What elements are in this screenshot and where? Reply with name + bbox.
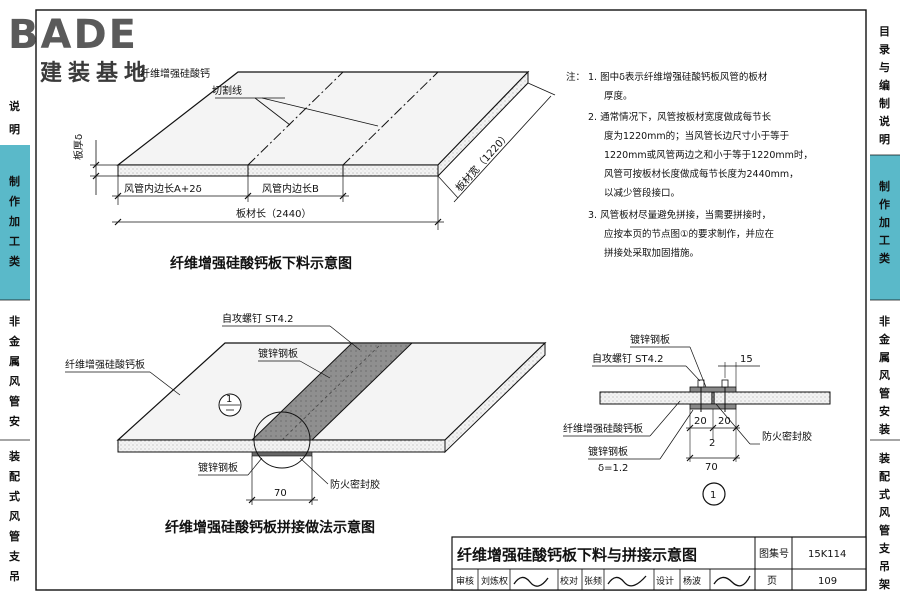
dim-a-label: 风管内边长A+2δ [124, 182, 202, 195]
steel-strip [250, 342, 414, 441]
board-top-face [116, 71, 530, 166]
board-label: 纤维增强硅酸钙 [140, 67, 210, 80]
right-sidebar: 目录与编制说明 制作加工类 非金属风管安装 装配式风管支吊架 [870, 25, 900, 591]
note-1-line-1: 1. 图中δ表示纤维增强硅酸钙板风管的板材 [588, 71, 768, 83]
note-3-line-2: 应按本页的节点图①的要求制作，并应在 [604, 228, 774, 240]
titleblock-page-label: 页 [767, 575, 777, 587]
thickness-label: 板厚δ [72, 134, 85, 160]
note-3-line-3: 拼接处采取加固措施。 [604, 247, 699, 259]
length-label: 板材长（2440） [236, 207, 311, 220]
node-dim-70: 70 [705, 462, 718, 473]
left-tabs: 说明 制作加工类 非金属风管安 装配式风管支吊 [0, 99, 30, 583]
screw-label-2: 自攻螺钉 ST4.2 [222, 312, 294, 325]
node-dim-2: 2 [709, 438, 715, 449]
node-screw-label: 自攻螺钉 ST4.2 [592, 352, 664, 365]
titleblock-review-label: 审核 [456, 575, 474, 587]
cut-line-1 [247, 71, 344, 166]
logo-subtitle: 建装基地 [40, 61, 152, 86]
node-sealant-label: 防火密封胶 [762, 430, 812, 443]
cut-line-2 [342, 71, 439, 166]
node-steel-bottom-label: 镀锌钢板 [588, 445, 628, 458]
board2-front-edge [117, 439, 446, 453]
titleblock-designer: 杨波 [683, 575, 701, 587]
note-2-line-5: 以减少管段接口。 [604, 187, 680, 199]
cut-line-label: 切割线 [212, 84, 242, 97]
node-board-label: 纤维增强硅酸钙板 [563, 422, 643, 435]
node-number: 1 [710, 490, 716, 501]
sidebar-tab-active [870, 155, 900, 300]
left-tab-4[interactable]: 装配式风管支吊 [8, 449, 21, 583]
note-2-line-3: 1220mm或风管两边之和小于等于1220mm时， [604, 149, 813, 161]
node-thickness-label: δ=1.2 [598, 463, 628, 474]
titleblock-page-no: 109 [818, 576, 837, 587]
note-2-line-4: 风管可按板材长度做成每节长度为2440mm， [604, 168, 799, 180]
titleblock-reviewer: 刘炼权 [481, 575, 508, 587]
node-dim-20a: 20 [694, 416, 707, 427]
reviewer-signature [513, 576, 549, 587]
sheet-border [35, 9, 867, 591]
titleblock-checker: 张频 [584, 575, 602, 587]
fig1-cutting-diagram: 纤维增强硅酸钙 切割线 板厚δ 风管内边长A+2δ 风管内边长B 板材长（244… [72, 67, 556, 272]
fig2-title: 纤维增强硅酸钙板拼接做法示意图 [165, 519, 375, 536]
sidebar-item-catalog[interactable]: 目录与编制说明 [879, 25, 890, 146]
checker-signature [607, 575, 647, 587]
steel-strip-bottom [251, 451, 313, 457]
dim-70-label-2: 70 [274, 488, 287, 499]
titleblock-atlas-label: 图集号 [759, 547, 789, 560]
note-2-line-2: 度为1220mm的；当风管长边尺寸小于等于 [604, 130, 789, 142]
titleblock-check-label: 校对 [560, 575, 578, 587]
node-dim-15: 15 [740, 354, 753, 365]
steel-bottom-label-2: 镀锌钢板 [198, 461, 238, 474]
titleblock-atlas-no: 15K114 [808, 549, 846, 560]
node-steel-top [689, 386, 737, 393]
left-tab-3[interactable]: 非金属风管安 [8, 314, 21, 428]
dim-b-label: 风管内边长B [262, 182, 319, 195]
node-dim-20b: 20 [718, 416, 731, 427]
notes-head: 注： [566, 71, 585, 83]
titleblock-design-label: 设计 [656, 575, 674, 587]
logo-brand: BADE [8, 12, 138, 58]
board-front-edge [117, 164, 439, 177]
node-board [599, 391, 831, 405]
sealant-label-2: 防火密封胶 [330, 478, 380, 491]
titleblock-main-title: 纤维增强硅酸钙板下料与拼接示意图 [457, 546, 697, 564]
notes: 注： 1. 图中δ表示纤维增强硅酸钙板风管的板材 厚度。 2. 通常情况下，风管… [566, 71, 813, 259]
left-tab-2[interactable]: 制作加工类 [8, 174, 21, 268]
sidebar-item-fabrication[interactable]: 制作加工类 [878, 179, 891, 265]
board2-side-edge [444, 341, 546, 454]
designer-signature [713, 575, 751, 587]
note-2-line-1: 2. 通常情况下，风管按板材宽度做成每节长 [588, 111, 772, 123]
detail-circle [253, 411, 311, 469]
sidebar-item-support[interactable]: 装配式风管支吊架 [878, 451, 891, 591]
node-steel-top-label: 镀锌钢板 [630, 333, 670, 346]
title-block: 纤维增强硅酸钙板下料与拼接示意图 图集号 15K114 页 109 审核 刘炼权… [451, 536, 867, 591]
ref-bubble-number: 1 [226, 394, 232, 405]
steel-top-label-2: 镀锌钢板 [258, 347, 298, 360]
left-tab-active [0, 145, 30, 300]
node-number-circle [702, 482, 726, 506]
sidebar-item-nonmetal[interactable]: 非金属风管安装 [878, 314, 891, 436]
fig1-title: 纤维增强硅酸钙板下料示意图 [170, 255, 352, 272]
logo: BADE 建装基地 [8, 12, 152, 86]
node-steel-bottom [689, 403, 737, 410]
fig2-joint-diagram: 1 纤维增强硅酸钙板 自攻螺钉 ST4.2 镀锌钢板 镀锌钢板 防火密封胶 70… [65, 312, 547, 536]
fig3-node-detail: 镀锌钢板 自攻螺钉 ST4.2 纤维增强硅酸钙板 镀锌钢板 δ=1.2 防火密封… [563, 333, 831, 506]
left-tab-1[interactable]: 说明 [9, 99, 20, 136]
board-label-2: 纤维增强硅酸钙板 [65, 358, 145, 371]
note-3-line-1: 3. 风管板材尽量避免拼接，当需要拼接时， [588, 209, 771, 221]
note-1-line-2: 厚度。 [604, 90, 633, 102]
